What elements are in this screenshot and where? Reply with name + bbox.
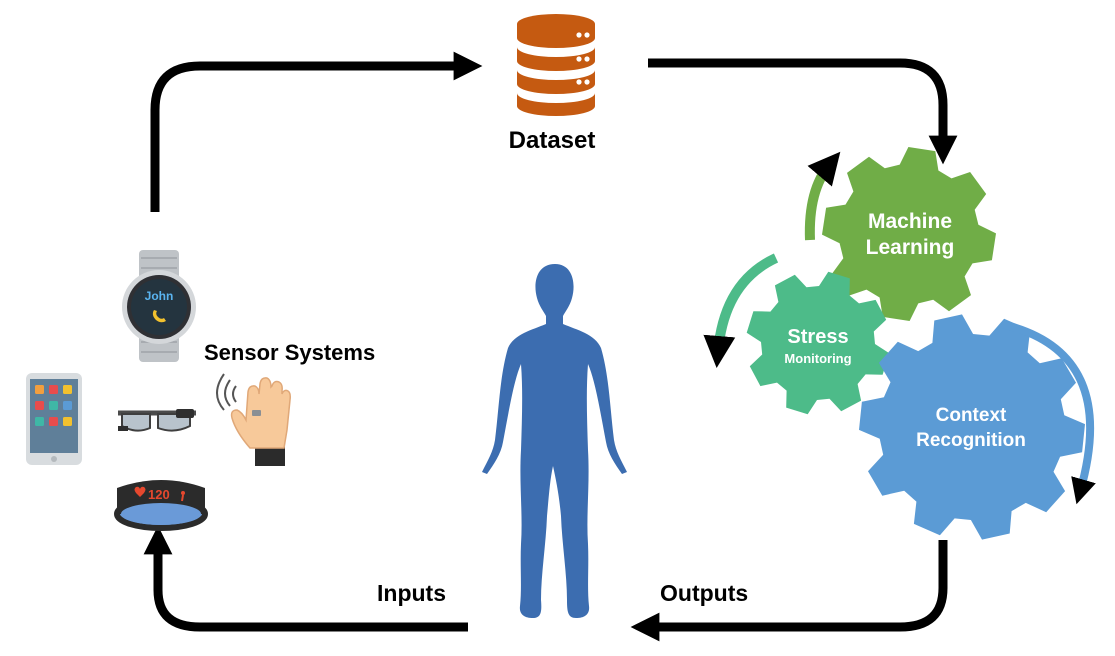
stress-monitoring-gear (746, 271, 890, 415)
context-label: Context (936, 405, 1007, 426)
arrow-inputs-to-sensors (143, 525, 468, 632)
stress-cycle-arrow (703, 253, 779, 368)
smartwatch-icon: John (122, 250, 196, 362)
recognition-label: Recognition (916, 430, 1026, 451)
band-heart-rate: 120 (148, 487, 170, 502)
fitness-band-icon: 120 (114, 480, 208, 531)
human-body-icon (482, 264, 627, 618)
inputs-label: Inputs (377, 580, 446, 606)
smartphone-icon (26, 373, 82, 465)
smart-glasses-icon (118, 409, 196, 432)
watch-caller-name: John (145, 289, 174, 303)
smart-ring-icon (216, 373, 291, 466)
context-cycle-arrow (1001, 320, 1096, 505)
context-recognition-gear (859, 314, 1085, 540)
arrow-sensors-to-dataset (150, 51, 483, 212)
dataset-label: Dataset (509, 127, 596, 154)
sensor-systems-label: Sensor Systems (204, 340, 375, 365)
machine-learning-label-2: Learning (866, 236, 955, 259)
stress-label: Stress (787, 326, 848, 348)
ml-cycle-arrow (804, 151, 841, 241)
arrow-dataset-to-analysis (648, 58, 958, 165)
machine-learning-gear (822, 147, 996, 321)
monitoring-label: Monitoring (784, 351, 851, 366)
outputs-label: Outputs (660, 580, 748, 606)
database-icon (517, 14, 595, 116)
arrow-analysis-to-outputs (630, 540, 948, 642)
machine-learning-label-1: Machine (868, 210, 952, 233)
